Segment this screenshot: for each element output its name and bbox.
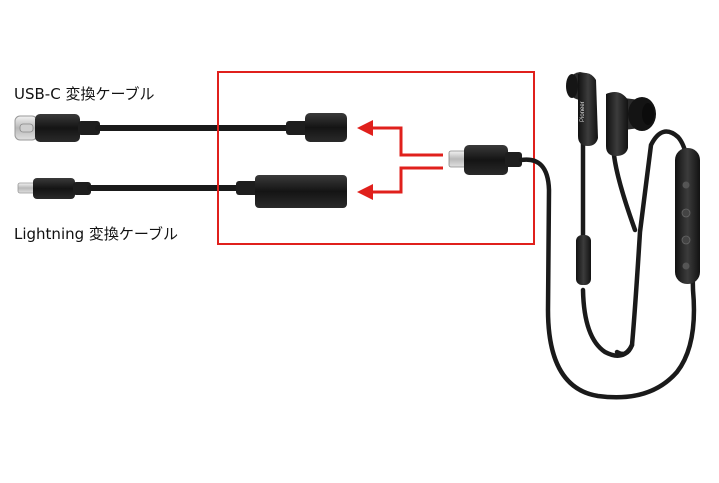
usb-c-adapter-socket <box>305 113 347 142</box>
lightning-cable <box>17 175 347 208</box>
usb-c-cable-label: USB-C 変換ケーブル <box>14 85 155 103</box>
usb-c-strain-relief <box>286 121 308 135</box>
cable-splitter <box>576 235 591 285</box>
usb-c-cable <box>14 113 347 142</box>
earbud-brand-mark: Pioneer <box>580 101 586 122</box>
lightning-strain-relief <box>236 181 258 195</box>
arrow-to-usb-c <box>357 120 443 157</box>
highlight-box <box>217 71 535 245</box>
earbud-icon: Pioneer <box>566 72 598 146</box>
lightning-adapter-socket <box>255 175 347 208</box>
usb-c-plug-icon <box>14 114 100 142</box>
lightning-plug-icon <box>17 178 91 199</box>
arrow-to-lightning <box>357 166 443 200</box>
lightning-cable-label: Lightning 変換ケーブル <box>14 225 179 243</box>
inline-remote-icon <box>675 148 700 284</box>
earbud-icon <box>606 92 656 156</box>
micro-usb-plug-icon <box>448 145 522 175</box>
